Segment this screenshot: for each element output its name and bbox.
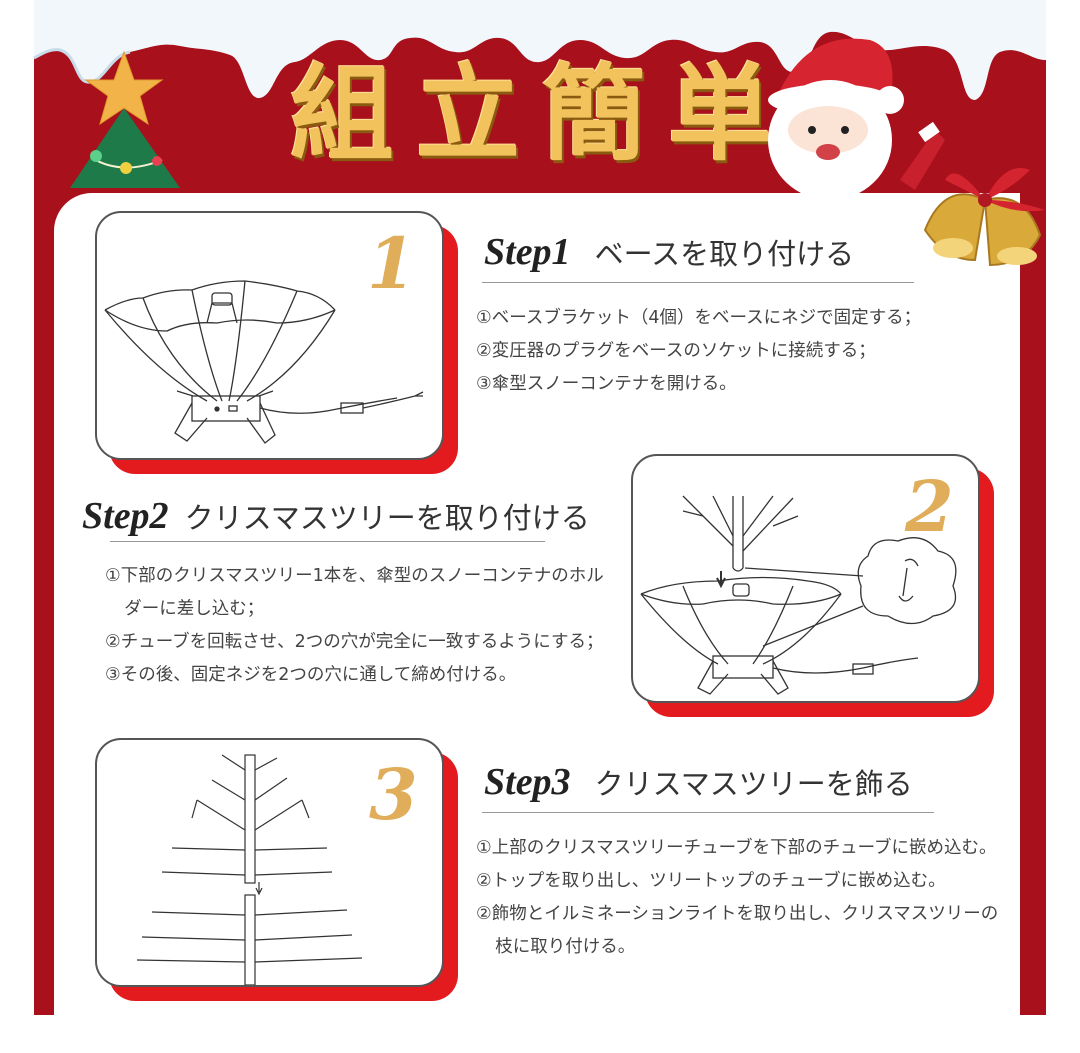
santa-claus-icon — [768, 38, 945, 200]
step2-number: 2 — [905, 465, 954, 548]
instruction-item: ②飾物とイルミネーションライトを取り出し、クリスマスツリーの枝に取り付ける。 — [476, 904, 999, 957]
umbrella-base-illustration — [104, 280, 424, 444]
step2-illustration: 2 — [631, 454, 980, 703]
instruction-item: ②トップを取り出し、ツリートップのチューブに嵌め込む。 — [476, 871, 946, 891]
step3-heading: Step3 クリスマスツリーを飾る — [484, 760, 913, 804]
step2-divider — [110, 541, 545, 542]
step3-title: クリスマスツリーを飾る — [594, 767, 913, 801]
step2-heading: Step2 クリスマスツリーを取り付ける — [82, 494, 590, 538]
page-title: 組立簡単 — [290, 52, 795, 175]
step2-title: クリスマスツリーを取り付ける — [184, 501, 590, 535]
step3-label: Step3 — [484, 761, 571, 803]
step2-instructions: ①下部のクリスマスツリー1本を、傘型のスノーコンテナのホルダーに差し込む； ②チ… — [105, 560, 620, 692]
instruction-item: ①ベースブラケット（4個）をベースにネジで固定する； — [476, 308, 922, 328]
instruction-item: ①下部のクリスマスツリー1本を、傘型のスノーコンテナのホルダーに差し込む； — [105, 566, 604, 619]
step1-instructions: ①ベースブラケット（4個）をベースにネジで固定する； ②変圧器のプラグをベースの… — [476, 302, 996, 401]
instruction-item: ②変圧器のプラグをベースのソケットに接続する； — [476, 341, 876, 361]
step1-title: ベースを取り付ける — [594, 237, 855, 271]
instruction-item: ②チューブを回転させ、2つの穴が完全に一致するようにする； — [105, 632, 604, 652]
step1-number: 1 — [367, 222, 416, 305]
step1-illustration: 1 — [95, 211, 444, 460]
step3-number: 3 — [369, 753, 418, 836]
snow-drip-decoration — [33, 0, 1046, 100]
step2-label: Step2 — [82, 495, 169, 537]
tree-sections-illustration — [136, 754, 363, 985]
step1-label: Step1 — [484, 231, 571, 273]
step3-instructions: ①上部のクリスマスツリーチューブを下部のチューブに嵌め込む。 ②トップを取り出し… — [476, 832, 1004, 964]
step1-divider — [482, 282, 914, 283]
instruction-item: ③その後、固定ネジを2つの穴に通して締め付ける。 — [105, 665, 517, 685]
tree-into-base-illustration — [640, 495, 957, 695]
christmas-bells-icon — [923, 168, 1045, 267]
step3-divider — [482, 812, 934, 813]
step1-heading: Step1 ベースを取り付ける — [484, 230, 854, 274]
instruction-item: ①上部のクリスマスツリーチューブを下部のチューブに嵌め込む。 — [476, 838, 997, 858]
instruction-item: ③傘型スノーコンテナを開ける。 — [476, 374, 737, 394]
step3-illustration: 3 — [95, 738, 444, 987]
christmas-tree-icon — [70, 50, 180, 188]
